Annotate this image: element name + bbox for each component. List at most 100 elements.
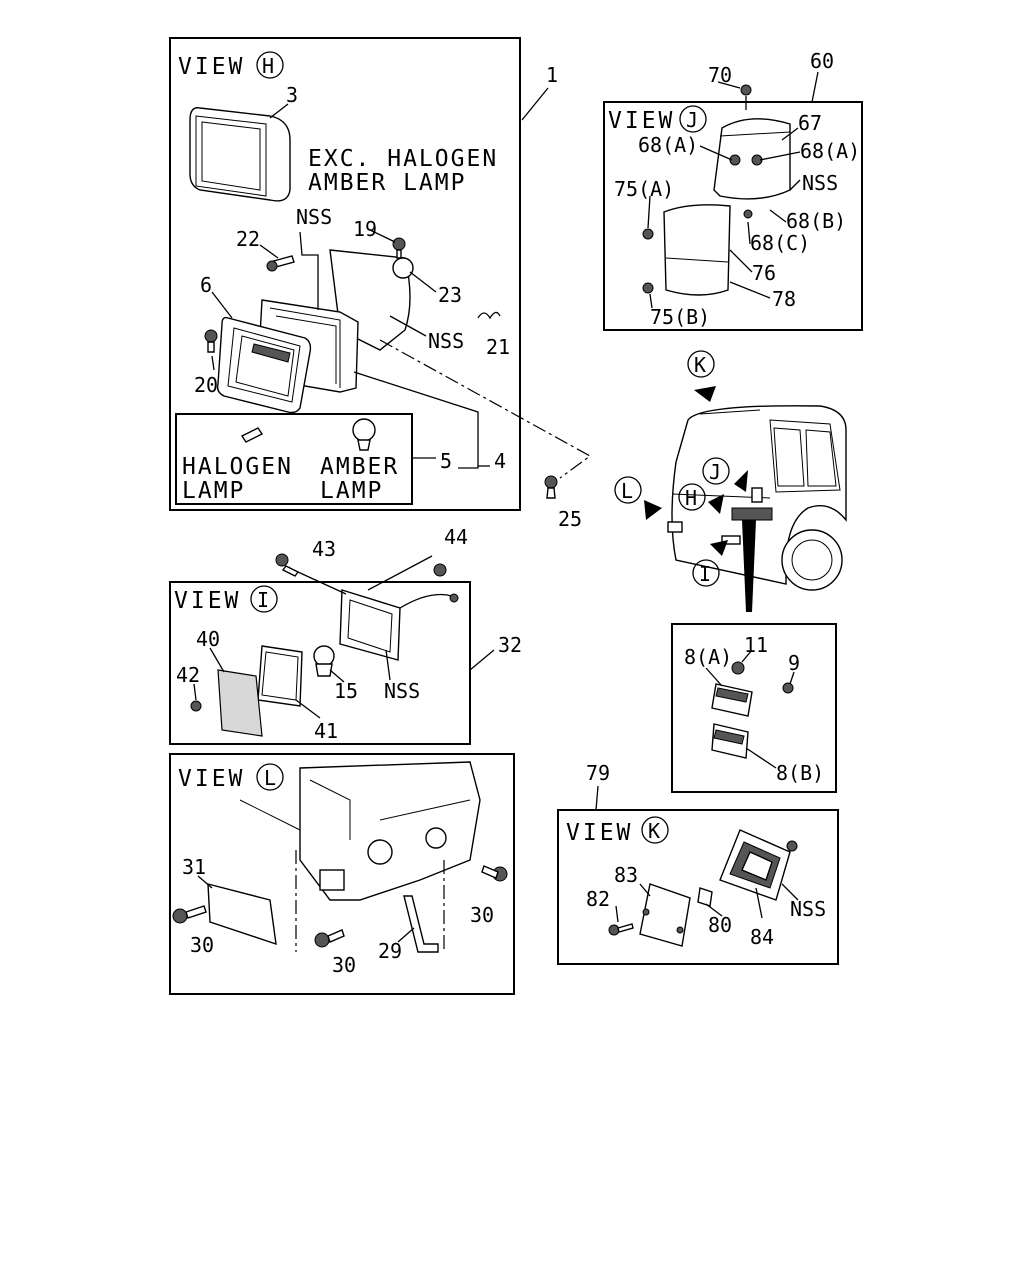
gasket-part-41 [257, 645, 303, 707]
note-amber-line2: LAMP [320, 478, 383, 504]
bulb-options-box: HALOGEN LAMP AMBER LAMP [175, 413, 413, 505]
label-21: 21 [486, 335, 510, 359]
label-nss-h2: NSS [428, 329, 464, 353]
label-31: 31 [182, 855, 206, 879]
marker-h: H [685, 486, 697, 510]
label-80: 80 [708, 913, 732, 937]
label-67: 67 [798, 111, 822, 135]
note-amber-line1: AMBER [320, 454, 399, 480]
view-i-letter: I [257, 588, 269, 612]
lamp-housing-assembly [216, 249, 414, 414]
view-j-panel: VIEW J [603, 63, 863, 331]
screw-part-82 [608, 923, 634, 936]
label-1: 1 [546, 63, 558, 87]
label-68a-right: 68(A) [800, 139, 860, 163]
sealed-beam-lamp-part-3 [189, 107, 291, 202]
bulb-socket-part-70 [740, 84, 752, 110]
note-halogen-line1: HALOGEN [182, 454, 293, 480]
label-4: 4 [494, 449, 506, 473]
label-20: 20 [194, 373, 218, 397]
label-44: 44 [444, 525, 468, 549]
marker-lamp-part-8-panel: 8(A) 11 9 8(B) [671, 623, 837, 793]
note-halogen-line2: LAMP [182, 478, 245, 504]
note-exc-line1: EXC. HALOGEN [308, 146, 498, 172]
screw-part-20 [204, 329, 218, 353]
label-82: 82 [586, 887, 610, 911]
marker-l: L [621, 479, 633, 503]
marker-lamp-part-8b [711, 723, 749, 759]
bulb-part-80 [697, 887, 713, 907]
screw-part-19 [392, 237, 406, 259]
screw-part-25 [544, 475, 558, 499]
label-40: 40 [196, 627, 220, 651]
spring-part-21 [477, 311, 501, 320]
lens-part-83 [639, 883, 691, 947]
label-75b: 75(B) [650, 305, 710, 329]
view-k-letter: K [648, 819, 660, 843]
truck-markers: K J H L I [614, 350, 756, 612]
label-30-left: 30 [190, 933, 214, 957]
marker-j: J [709, 460, 721, 484]
screw-part-22 [266, 255, 295, 272]
lamp-housing-part-32 [339, 589, 459, 661]
label-nss-k: NSS [790, 897, 826, 921]
label-3: 3 [286, 83, 298, 107]
label-68b: 68(B) [786, 209, 846, 233]
truck-cab-illustration [667, 405, 847, 591]
label-32: 32 [498, 633, 522, 657]
label-83: 83 [614, 863, 638, 887]
label-19: 19 [353, 217, 377, 241]
marker-k: K [694, 353, 706, 377]
view-h-title: VIEW [178, 54, 245, 80]
label-79: 79 [586, 761, 610, 785]
view-l-letter: L [264, 766, 276, 790]
bracket-part-29 [403, 895, 439, 953]
screw-part-43 [275, 553, 300, 577]
view-h-letter: H [262, 54, 274, 78]
label-9: 9 [788, 651, 800, 675]
label-75a: 75(A) [614, 177, 674, 201]
label-6: 6 [200, 273, 212, 297]
lens-part-76 [663, 204, 731, 296]
label-5: 5 [440, 449, 452, 473]
view-i-title: VIEW [174, 588, 241, 614]
marker-i: I [699, 562, 711, 586]
view-i-panel: VIEW I 40 42 15 NSS 41 [169, 581, 471, 745]
bracket-part-31 [207, 883, 277, 946]
label-nss-i: NSS [384, 679, 420, 703]
screw-part-75b [642, 282, 654, 294]
label-30-center: 30 [332, 953, 356, 977]
note-exc-line2: AMBER LAMP [308, 170, 466, 196]
label-nss-j: NSS [802, 171, 838, 195]
label-42: 42 [176, 663, 200, 687]
view-h-panel: VIEW H EXC. HALOGEN AMBER LAMP [169, 37, 592, 511]
bolt-part-30-center [314, 929, 345, 948]
label-29: 29 [378, 939, 402, 963]
label-41: 41 [314, 719, 338, 743]
marker-lamp-part-8a [711, 683, 753, 717]
label-60: 60 [810, 49, 834, 73]
label-8b: 8(B) [776, 761, 824, 785]
bulb-part-15 [313, 645, 335, 677]
nut-part-44 [433, 563, 447, 577]
label-76: 76 [752, 261, 776, 285]
label-23: 23 [438, 283, 462, 307]
label-30-right: 30 [470, 903, 494, 927]
view-j-title: VIEW [608, 108, 675, 134]
view-j-letter: J [686, 108, 698, 132]
view-l-panel: VIEW L [169, 753, 515, 995]
label-70: 70 [708, 63, 732, 87]
label-68a-left: 68(A) [638, 133, 698, 157]
label-11: 11 [744, 633, 768, 657]
bolt-part-30-right [481, 865, 508, 882]
view-k-panel: VIEW K 83 82 80 84 NSS [557, 809, 839, 965]
label-78: 78 [772, 287, 796, 311]
label-15: 15 [334, 679, 358, 703]
label-nss-h1: NSS [296, 205, 332, 229]
label-22: 22 [236, 227, 260, 251]
lamp-base-part-67 [713, 118, 791, 219]
label-25: 25 [558, 507, 582, 531]
view-l-title: VIEW [178, 766, 245, 792]
frame-structure [239, 761, 481, 901]
